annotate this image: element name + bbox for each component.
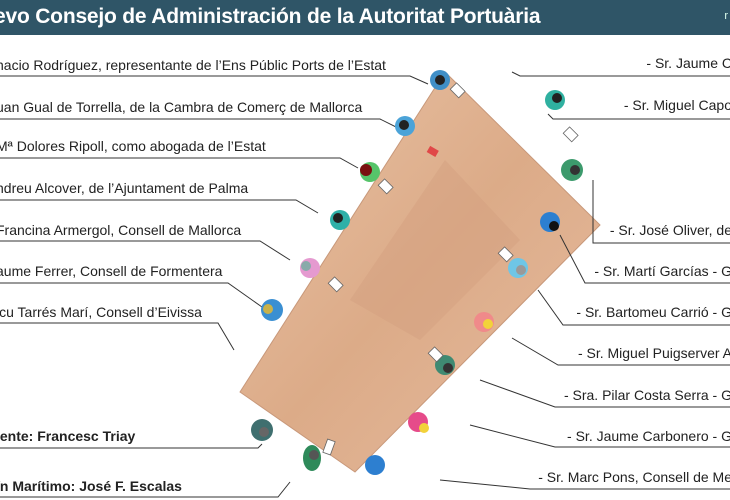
right-member-label: - Sr. Bartomeu Carrió - G: [576, 304, 730, 320]
left-member-label: ndreu Alcover, de l’Ajuntament de Palma: [0, 180, 249, 196]
table-shadow: [350, 160, 520, 340]
maritime-captain-label: ín Marítimo: José F. Escalas: [0, 478, 182, 494]
person: [408, 412, 429, 433]
left-member-label: Mª Dolores Ripoll, como abogada de l’Est…: [0, 138, 266, 154]
right-member-label: - Sr. Miguel Capo: [623, 97, 730, 113]
president-label: lente: Francesc Triay: [0, 428, 136, 444]
right-member-label: - Sra. Pilar Costa Serra - G: [563, 387, 730, 403]
left-member-label: aume Ferrer, Consell de Formentera: [0, 263, 223, 279]
person: [395, 116, 415, 136]
leader-lines: [0, 71, 730, 498]
left-member-label: uan Gual de Torrella, de la Cambra de Co…: [0, 99, 363, 115]
documents: [322, 82, 579, 456]
person: [430, 70, 450, 90]
right-member-label: - Sr. Jaume C: [646, 55, 730, 71]
page-title: evo Consejo de Administración de la Auto…: [0, 5, 541, 28]
person: [261, 299, 283, 321]
red-folder: [426, 145, 439, 157]
person: [435, 355, 455, 375]
person: [474, 312, 494, 332]
left-member-label: icu Tarrés Marí, Consell d’Eivissa: [0, 304, 202, 320]
left-member-label: nacio Rodríguez, representante de l’Ens …: [0, 57, 386, 73]
header-bar: evo Consejo de Administración de la Auto…: [0, 0, 730, 35]
person: [360, 162, 380, 182]
person: [251, 419, 273, 441]
person: [545, 90, 565, 110]
person: [303, 445, 321, 471]
right-member-label: - Sr. Miguel Puigserver A: [577, 345, 730, 361]
left-member-label: Francina Armergol, Consell de Mallorca: [0, 222, 242, 238]
right-member-label: - Sr. Martí Garcías - G: [594, 263, 730, 279]
person: [330, 210, 350, 230]
person: [300, 258, 320, 278]
right-member-label: - Sr. Marc Pons, Consell de Me: [538, 469, 730, 485]
person: [508, 258, 528, 278]
person: [540, 212, 560, 232]
right-member-label: - Sr. Jaume Carbonero - G: [567, 428, 730, 444]
seated-people: [251, 70, 583, 475]
right-member-label: - Sr. José Oliver, de: [609, 222, 730, 238]
person: [365, 455, 385, 475]
person: [561, 159, 583, 181]
header-mark: r: [724, 10, 728, 22]
